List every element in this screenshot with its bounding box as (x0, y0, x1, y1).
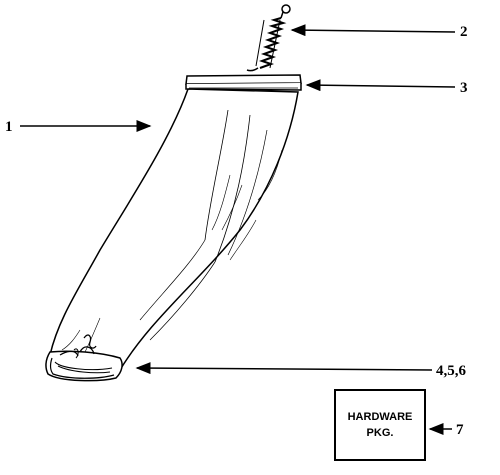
callout-label-1: 1 (5, 119, 13, 135)
callout-arrow-456 (135, 362, 433, 375)
callout-label-456: 4,5,6 (436, 363, 467, 379)
callout-arrow-3 (305, 79, 456, 92)
hardware-package-box: HARDWARE PKG. (334, 389, 426, 461)
callout-label-2: 2 (460, 24, 468, 40)
bottom-cuff-part (45, 334, 123, 382)
hardware-box-line2: PKG. (367, 427, 394, 439)
callout-arrow-2 (290, 24, 456, 37)
spring-part (246, 4, 291, 72)
callout-label-3: 3 (460, 80, 468, 96)
dust-bag-part (49, 88, 299, 371)
hardware-box-line1: HARDWARE (348, 411, 413, 423)
top-bracket-part (185, 74, 302, 91)
callout-label-7: 7 (456, 422, 464, 438)
